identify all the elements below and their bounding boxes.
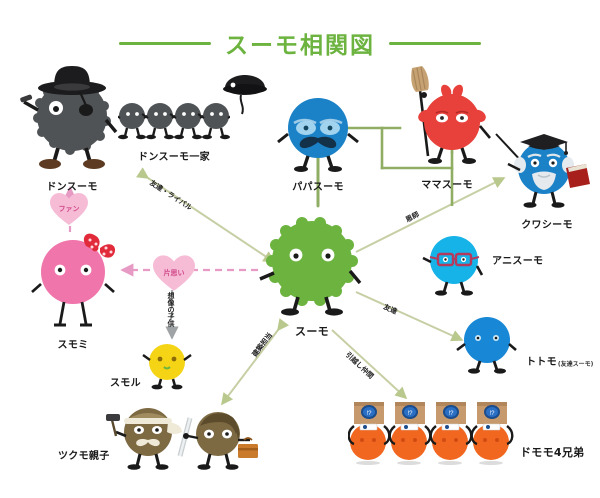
relation-badge-fan-label: ファン [58,205,80,213]
character-don-sumo-label: ドンスーモ [46,182,98,193]
character-don-sumo[interactable]: ドンスーモ [14,58,130,193]
character-suumo[interactable]: スーモ [256,205,368,339]
page-title: スーモ相関図 [0,26,600,60]
character-domo-mo[interactable]: !? !? [347,398,514,474]
character-toto-mo-label: トトモ [526,357,557,368]
relation-label-friend: 友達 [382,302,399,317]
character-don-sumo-family-label: ドンスーモ一家 [138,152,210,163]
relation-label-rival: 友達・ライバル [148,178,194,213]
character-papa-sumo[interactable]: パパスーモ [270,90,366,193]
relation-label-child: 想像の子供 [167,292,175,327]
don-sumo-family-figure [113,103,235,140]
character-sumoru-label: スモル [110,378,141,389]
character-kuwashi-mo-label: クワシーモ [521,220,573,231]
title-rule-right [389,41,481,45]
svg-text:!?: !? [366,411,372,417]
character-don-sumo-family[interactable]: ドンスーモ一家 [113,96,235,163]
don-sumo-figure [20,66,118,169]
character-sumomi-label: スモミ [57,340,89,351]
relation-badge-crush-label: 片思い [163,269,185,277]
character-mama-sumo-label: ママスーモ [421,180,473,191]
character-sumoru[interactable] [140,340,194,394]
papa-sumo-figure [277,98,359,172]
relation-label-movers: 引越し仲間 [343,350,375,381]
character-suumo-label: スーモ [295,325,329,338]
toto-mo-figure [456,317,517,374]
character-ani-sumo[interactable] [420,230,488,304]
ufo-hat-icon [223,75,267,115]
character-toto-mo-label-group: トトモ (友達スーモ) [526,353,593,368]
suumo-figure [259,217,362,316]
character-toto-mo[interactable] [452,314,522,380]
title-text: スーモ相関図 [225,33,375,59]
ani-sumo-figure [422,236,484,296]
title-rule-left [119,41,211,45]
heart-icon [50,193,88,225]
character-tsukumo-label: ツクモ親子 [58,451,110,462]
character-tsukumo[interactable] [104,396,258,476]
relation-badge-fan: ファン [48,190,90,228]
svg-text:!?: !? [448,411,454,417]
relation-label-mentor: 恩師 [404,210,421,225]
sumoru-figure [142,344,192,390]
character-toto-mo-sublabel: (友達スーモ) [557,361,594,368]
sumomi-figure [31,233,116,327]
character-domo-mo-label: ドモモ4兄弟 [520,446,585,459]
svg-text:!?: !? [407,411,413,417]
character-sumomi[interactable]: スモミ [26,228,120,351]
domo-mo-figure: !? !? [347,402,514,465]
kuwashi-mo-figure [495,133,590,208]
svg-text:!?: !? [489,411,495,417]
heart-icon [153,255,195,291]
character-kuwashi-mo[interactable]: クワシーモ [494,118,594,231]
relation-badge-crush: 片思い [150,252,198,294]
character-mama-sumo[interactable]: ママスーモ [398,60,502,191]
mama-sumo-figure [411,66,491,164]
character-papa-sumo-label: パパスーモ [292,182,344,193]
character-ani-sumo-label: アニスーモ [492,256,544,267]
tsukumo-figure [106,408,258,470]
